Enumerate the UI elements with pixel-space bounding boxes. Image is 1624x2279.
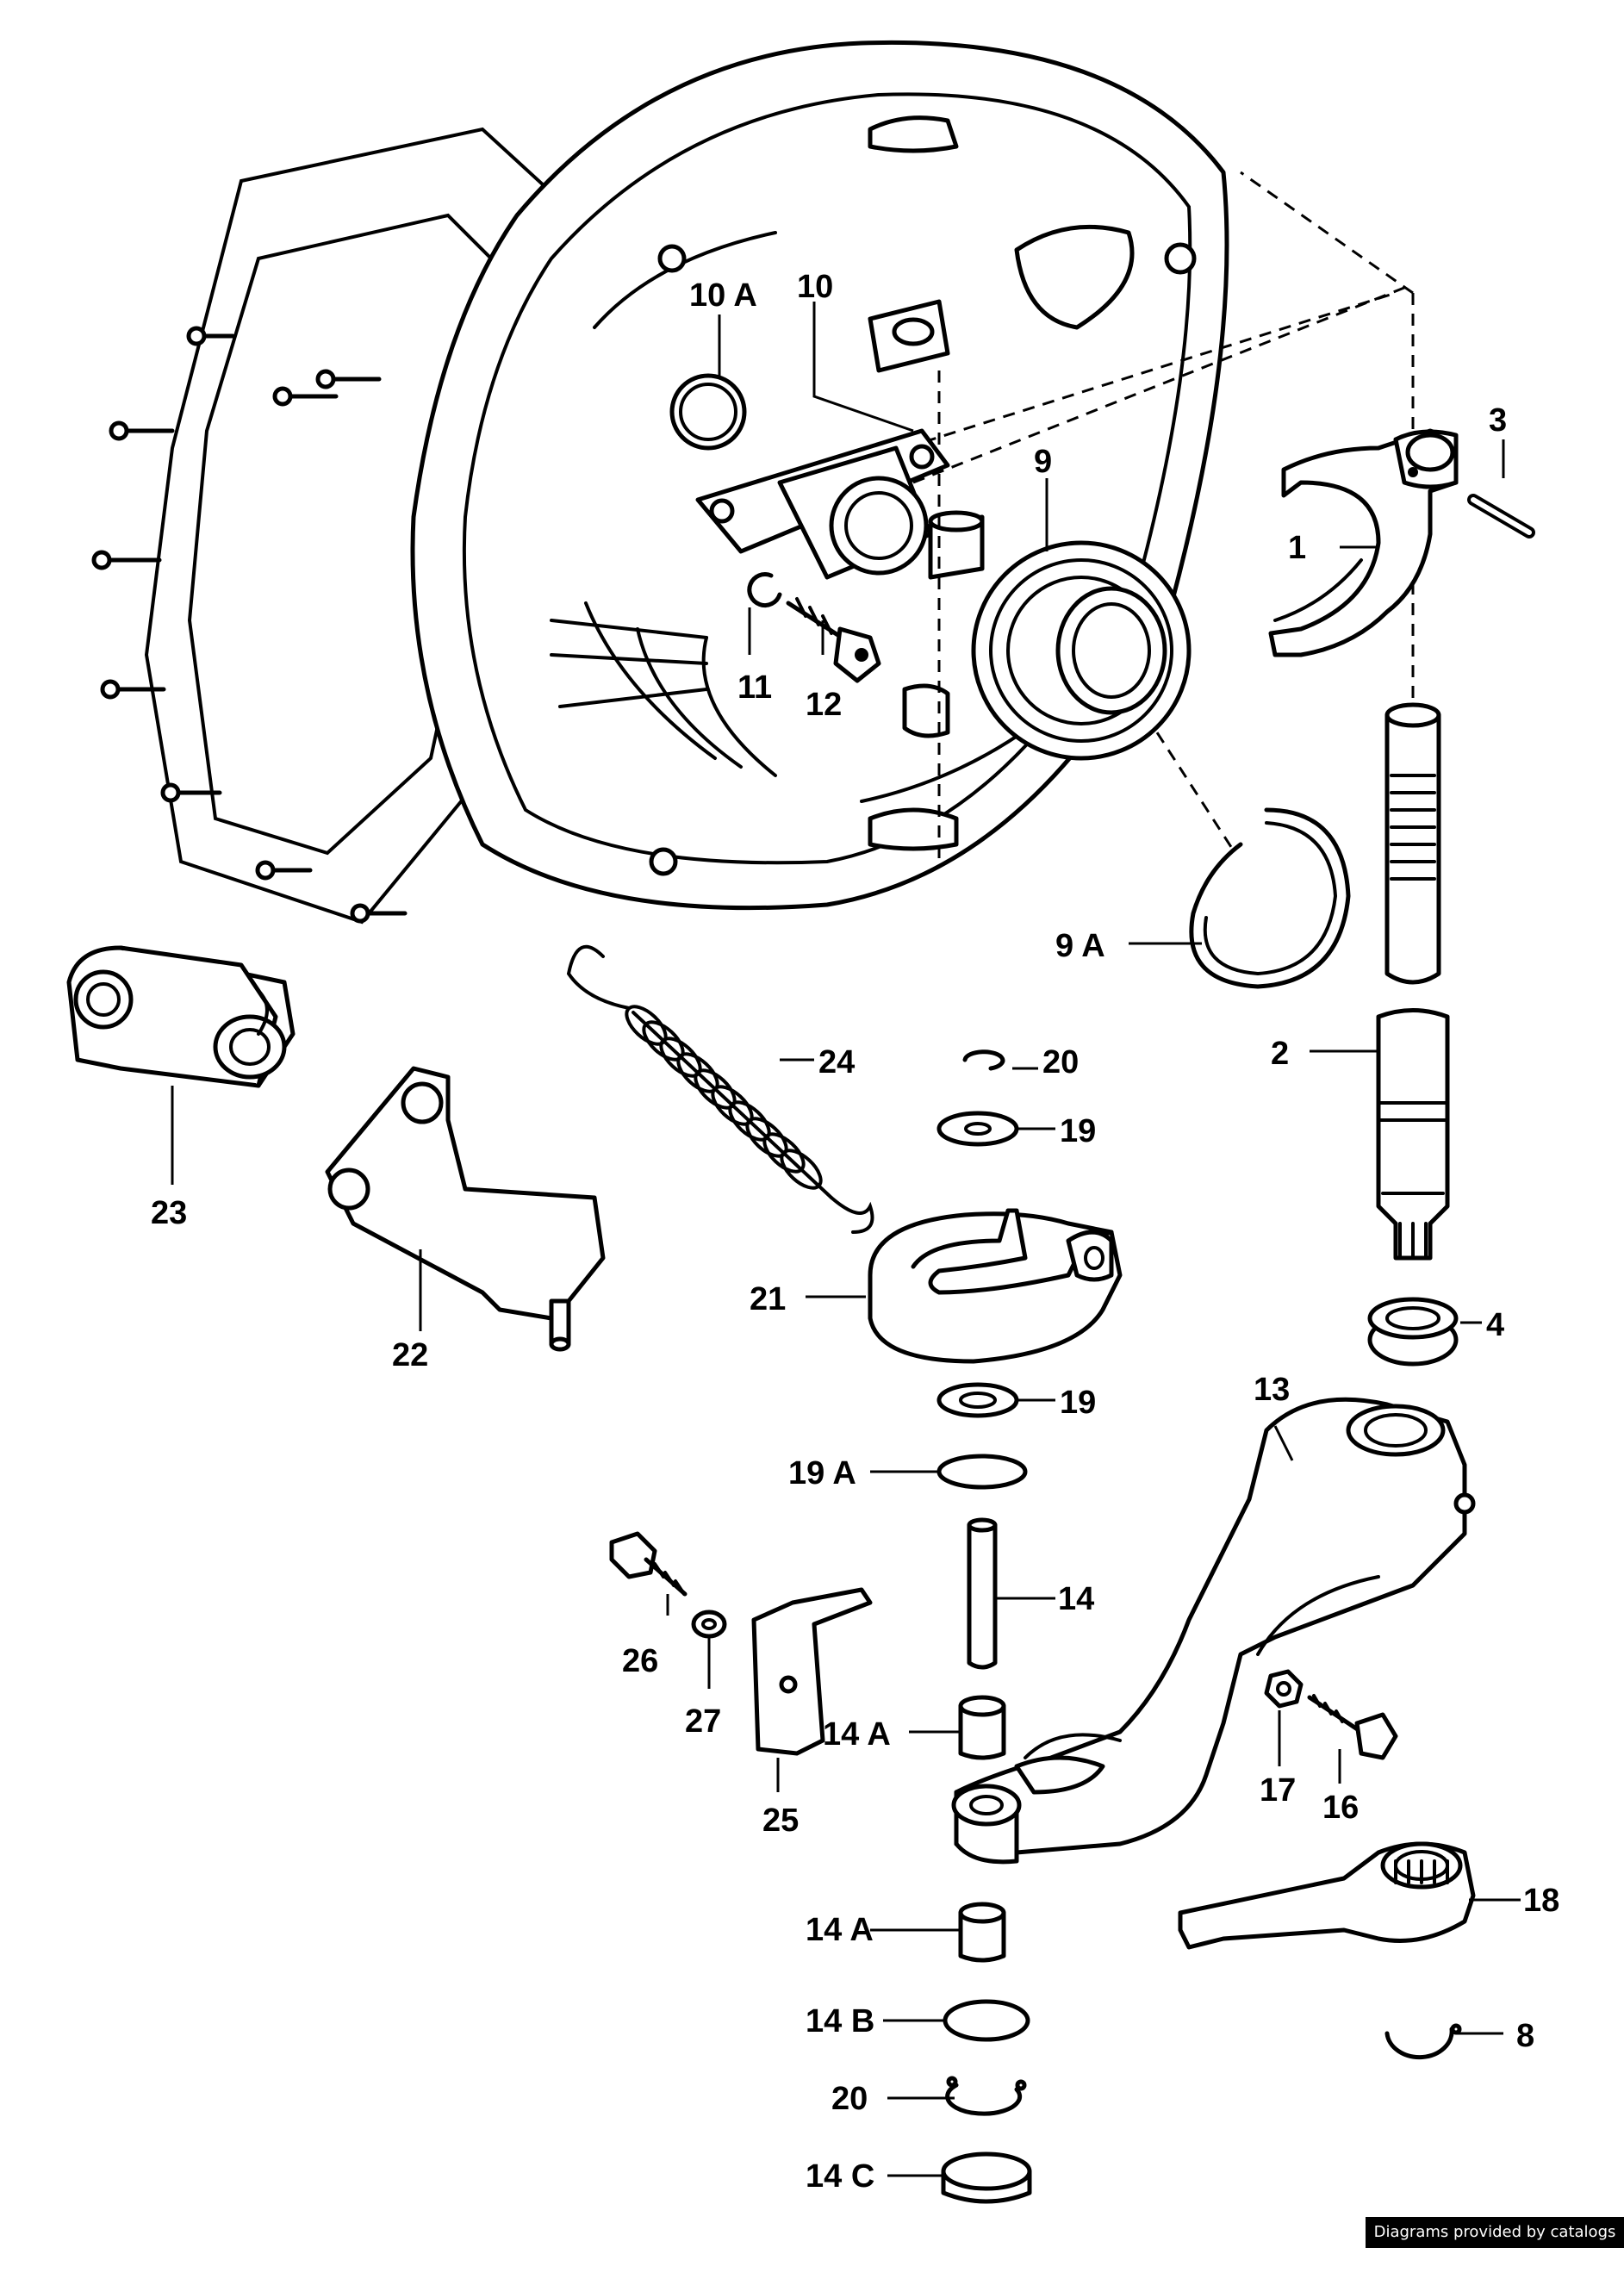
part-20-clip-top <box>962 1049 1005 1071</box>
part-24-spring <box>566 944 874 1234</box>
part-2-shaft <box>1376 1008 1450 1261</box>
label-21: 21 <box>750 1281 786 1317</box>
label-26: 26 <box>622 1643 658 1679</box>
part-9a-retaining-ring <box>1189 807 1351 989</box>
footer-credit: Diagrams provided by catalogs parts <box>1366 2217 1624 2272</box>
part-4-seal <box>1367 1297 1459 1367</box>
part-8-circlip <box>1384 2023 1462 2060</box>
part-23-bracket <box>66 945 296 1088</box>
part-26-bolt <box>609 1531 688 1597</box>
label-19a: 19 A <box>788 1455 856 1491</box>
label-9: 9 <box>1034 444 1052 480</box>
housing-studs <box>91 326 408 924</box>
label-16: 16 <box>1322 1790 1359 1826</box>
part-21-spring-guide <box>868 1208 1123 1364</box>
part-14a-needle-bearing-top <box>958 1695 1006 1760</box>
label-27: 27 <box>685 1703 721 1740</box>
part-11-circlip <box>747 572 782 607</box>
label-14a-top: 14 A <box>823 1716 891 1753</box>
spring-coils <box>625 1005 823 1190</box>
label-9a: 9 A <box>1055 928 1105 964</box>
part-13-release-lever <box>951 1397 1476 1865</box>
part-19-washer-bottom <box>936 1382 1019 1418</box>
part-16-bolt <box>1307 1694 1398 1760</box>
part-14-pin <box>967 1517 998 1670</box>
label-13: 13 <box>1254 1372 1290 1408</box>
part-3-pin <box>1467 494 1535 539</box>
label-20-bottom: 20 <box>831 2081 868 2117</box>
label-20-top: 20 <box>1042 1044 1079 1080</box>
callout-labels: 10 A 10 3 9 1 11 12 9 A 23 24 20 19 2 21… <box>151 269 1559 2195</box>
part-17-nut <box>1264 1669 1304 1709</box>
label-10: 10 <box>797 269 833 305</box>
part-20-snap-ring-bottom <box>945 2076 1027 2116</box>
transmission-housing <box>91 40 1229 925</box>
label-3: 3 <box>1489 402 1507 439</box>
label-14a-bottom: 14 A <box>806 1912 874 1948</box>
part-27-lock-washer <box>691 1610 727 1639</box>
label-23: 23 <box>151 1195 187 1231</box>
part-18-lever <box>1178 1841 1476 1950</box>
part-22-bracket <box>325 1066 606 1352</box>
label-18: 18 <box>1523 1883 1559 1919</box>
part-14c-bushing <box>941 2151 1032 2204</box>
label-1: 1 <box>1288 530 1306 566</box>
part-19a-ring <box>936 1454 1028 1490</box>
label-25: 25 <box>762 1803 799 1839</box>
label-19-top: 19 <box>1060 1113 1096 1149</box>
part-12-bolt <box>786 597 881 683</box>
label-22: 22 <box>392 1337 428 1373</box>
label-24: 24 <box>818 1044 855 1080</box>
upper-shaft <box>1384 702 1441 985</box>
part-1-release-fork <box>1268 428 1459 657</box>
part-9-release-bearing <box>971 540 1192 761</box>
label-14b: 14 B <box>806 2003 874 2039</box>
part-10a-o-ring <box>669 373 747 451</box>
part-14b-ring <box>943 1999 1030 2042</box>
part-25-plate <box>751 1587 873 1756</box>
label-8: 8 <box>1516 2018 1534 2054</box>
part-19-washer-top <box>936 1111 1019 1147</box>
label-2: 2 <box>1271 1036 1289 1072</box>
label-12: 12 <box>806 687 842 723</box>
label-14: 14 <box>1058 1581 1094 1617</box>
label-10a: 10 A <box>689 277 757 314</box>
label-4: 4 <box>1486 1307 1504 1343</box>
label-11: 11 <box>737 669 772 706</box>
label-19-bottom: 19 <box>1060 1385 1096 1421</box>
leader-lines <box>171 302 1521 2177</box>
label-14c: 14 C <box>806 2158 874 2195</box>
part-14a-needle-bearing-bottom <box>958 1902 1006 1963</box>
part-10-guide-sleeve <box>695 428 950 580</box>
label-17: 17 <box>1260 1772 1296 1809</box>
